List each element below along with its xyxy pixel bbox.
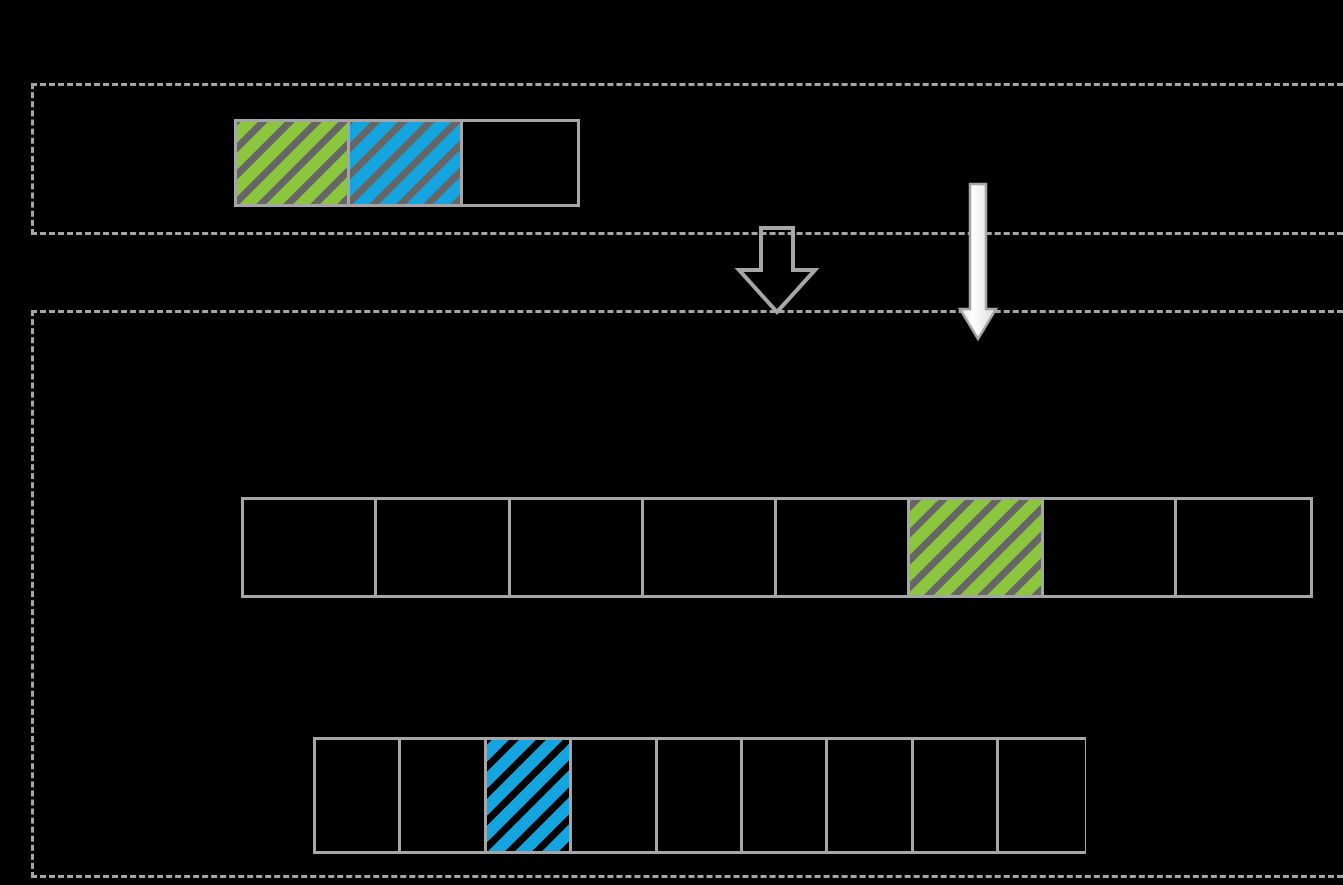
secondary-cell-4[interactable] (657, 740, 743, 851)
primary-cell-0[interactable] (244, 500, 378, 595)
secondary-cell-1[interactable] (401, 740, 487, 851)
filled-down-arrow-icon (957, 182, 999, 342)
secondary-target-strip (313, 737, 1086, 854)
secondary-cell-0[interactable] (316, 740, 402, 851)
outline-down-arrow-icon (734, 226, 820, 315)
primary-cell-6[interactable] (1043, 500, 1177, 595)
source-region (31, 83, 1343, 235)
source-strip (234, 119, 580, 207)
primary-cell-7[interactable] (1176, 500, 1310, 595)
primary-cell-1[interactable] (377, 500, 511, 595)
primary-cell-3[interactable] (643, 500, 777, 595)
source-cell-0[interactable] (237, 122, 350, 204)
primary-cell-5[interactable] (910, 500, 1044, 595)
secondary-cell-8[interactable] (999, 740, 1085, 851)
filled-down-arrow-shape (957, 182, 999, 342)
secondary-cell-7[interactable] (913, 740, 1000, 851)
primary-cell-2[interactable] (510, 500, 644, 595)
secondary-cell-5[interactable] (742, 740, 829, 851)
secondary-cell-6[interactable] (828, 740, 914, 851)
secondary-cell-2[interactable] (486, 740, 573, 851)
secondary-cell-3[interactable] (572, 740, 658, 851)
outline-down-arrow-shape (734, 226, 820, 315)
primary-target-strip (241, 497, 1313, 598)
primary-cell-4[interactable] (777, 500, 911, 595)
target-region (31, 310, 1343, 878)
source-cell-2[interactable] (463, 122, 576, 204)
source-cell-1[interactable] (350, 122, 463, 204)
